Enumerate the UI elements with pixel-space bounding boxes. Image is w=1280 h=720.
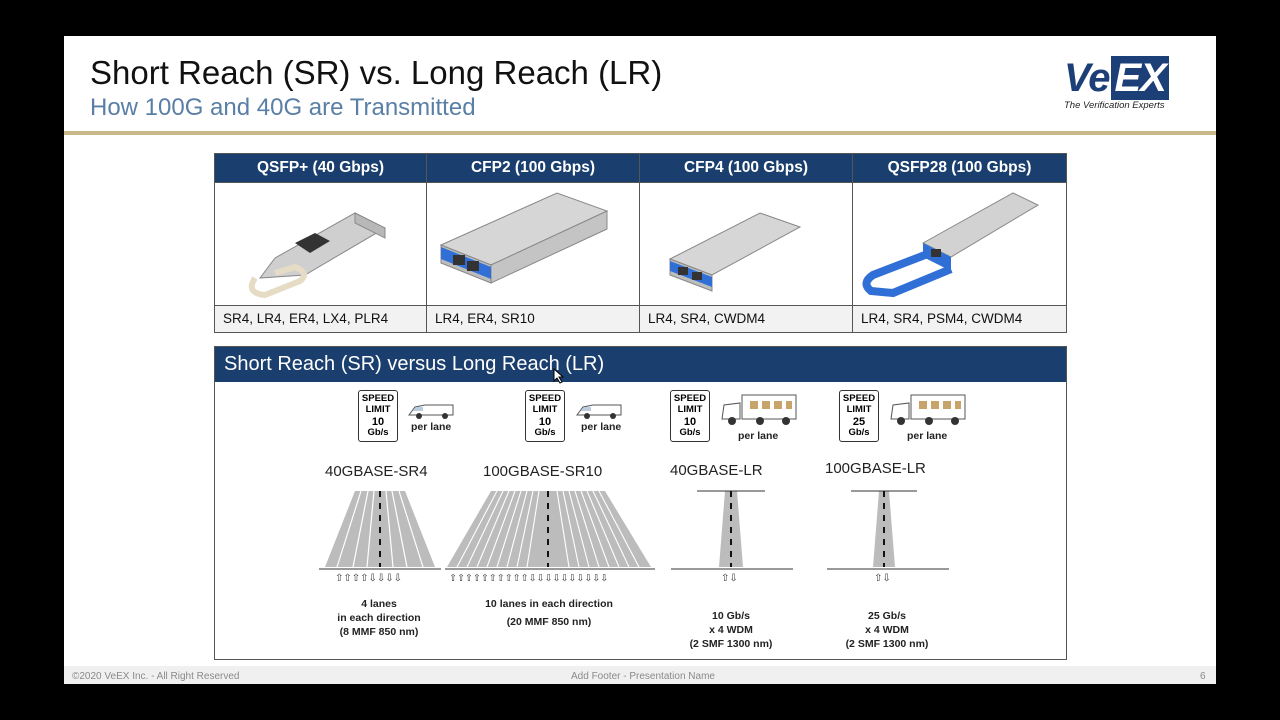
panel-heading: Short Reach (SR) versus Long Reach (LR) — [215, 347, 1066, 382]
standard-label: 40GBASE-LR — [670, 462, 763, 479]
lane-caption: 4 lanes in each direction (8 MMF 850 nm) — [337, 598, 421, 638]
module-header: CFP2 (100 Gbps) — [427, 154, 639, 183]
logo-text-left: Ve — [1064, 56, 1110, 100]
qsfp-plus-module-icon — [215, 183, 426, 305]
modules-table: QSFP+ (40 Gbps) SR4, LR4, ER4, LX4, PLR4… — [214, 153, 1067, 333]
road-sr10-icon: ⇧⇧⇧⇧⇧⇧⇧⇧⇧⇧⇩⇩⇩⇩⇩⇩⇩⇩⇩⇩ — [445, 490, 655, 582]
module-variants: SR4, LR4, ER4, LX4, PLR4 — [215, 305, 426, 332]
standard-label: 100GBASE-SR10 — [483, 463, 603, 480]
module-variants: LR4, SR4, CWDM4 — [640, 305, 852, 332]
road-lr-icon: ⇧⇩ — [671, 490, 793, 582]
module-header: QSFP+ (40 Gbps) — [215, 154, 426, 183]
svg-text:⇧⇧⇧⇧⇩⇩⇩⇩: ⇧⇧⇧⇧⇩⇩⇩⇩ — [335, 573, 402, 582]
truck-icon — [890, 394, 966, 425]
cfp4-module-icon — [640, 183, 852, 305]
module-header: QSFP28 (100 Gbps) — [853, 154, 1066, 183]
footer-bar — [64, 666, 1216, 684]
module-column-cfp4: CFP4 (100 Gbps) LR4, SR4, CWDM4 — [640, 154, 853, 332]
road-sr4-icon: ⇧⇧⇧⇧⇩⇩⇩⇩ — [319, 490, 441, 582]
module-column-cfp2: CFP2 (100 Gbps) LR4, ER4, SR10 — [427, 154, 640, 332]
svg-text:⇧⇧⇧⇧⇧⇧⇧⇧⇧⇧⇩⇩⇩⇩⇩⇩⇩⇩⇩⇩: ⇧⇧⇧⇧⇧⇧⇧⇧⇧⇧⇩⇩⇩⇩⇩⇩⇩⇩⇩⇩ — [449, 573, 608, 582]
standard-label: 100GBASE-LR — [825, 460, 926, 477]
module-column-qsfp28: QSFP28 (100 Gbps) LR4, SR4, PSM4, CWDM4 — [853, 154, 1066, 332]
slide-title: Short Reach (SR) vs. Long Reach (LR) — [90, 54, 663, 91]
logo-tagline: The Verification Experts — [1064, 100, 1165, 111]
svg-text:⇧⇩: ⇧⇩ — [874, 573, 891, 582]
module-variants: LR4, SR4, PSM4, CWDM4 — [853, 305, 1066, 332]
mouse-cursor-icon — [553, 368, 565, 384]
module-header: CFP4 (100 Gbps) — [640, 154, 852, 183]
qsfp28-module-icon — [853, 183, 1066, 305]
footer-copyright: ©2020 VeEX Inc. - All Right Reserved — [72, 671, 240, 682]
page-number: 6 — [1200, 671, 1206, 682]
module-column-qsfp-plus: QSFP+ (40 Gbps) SR4, LR4, ER4, LX4, PLR4 — [215, 154, 427, 332]
per-lane-label: per lane — [411, 421, 452, 433]
lane-caption: 10 lanes in each direction (20 MMF 850 n… — [485, 598, 613, 628]
lane-caption: 10 Gb/s x 4 WDM (2 SMF 1300 nm) — [689, 610, 773, 650]
svg-text:⇧⇩: ⇧⇩ — [721, 573, 738, 582]
van-icon — [576, 404, 622, 419]
sr-vs-lr-panel: Short Reach (SR) versus Long Reach (LR) … — [214, 346, 1067, 660]
per-lane-label: per lane — [738, 430, 779, 442]
lane-caption: 25 Gb/s x 4 WDM (2 SMF 1300 nm) — [845, 610, 929, 650]
road-lr-icon: ⇧⇩ — [827, 490, 949, 582]
per-lane-label: per lane — [581, 421, 622, 433]
module-variants: LR4, ER4, SR10 — [427, 305, 639, 332]
title-divider — [64, 131, 1216, 135]
slide-subtitle: How 100G and 40G are Transmitted — [90, 94, 476, 121]
per-lane-label: per lane — [907, 430, 948, 442]
van-icon — [408, 404, 454, 419]
slide: Short Reach (SR) vs. Long Reach (LR) How… — [64, 36, 1216, 684]
logo-text-right: EX — [1111, 56, 1169, 100]
footer-center-text: Add Footer - Presentation Name — [571, 671, 715, 682]
truck-icon — [721, 394, 797, 425]
cfp2-module-icon — [427, 183, 639, 305]
standard-label: 40GBASE-SR4 — [325, 463, 428, 480]
